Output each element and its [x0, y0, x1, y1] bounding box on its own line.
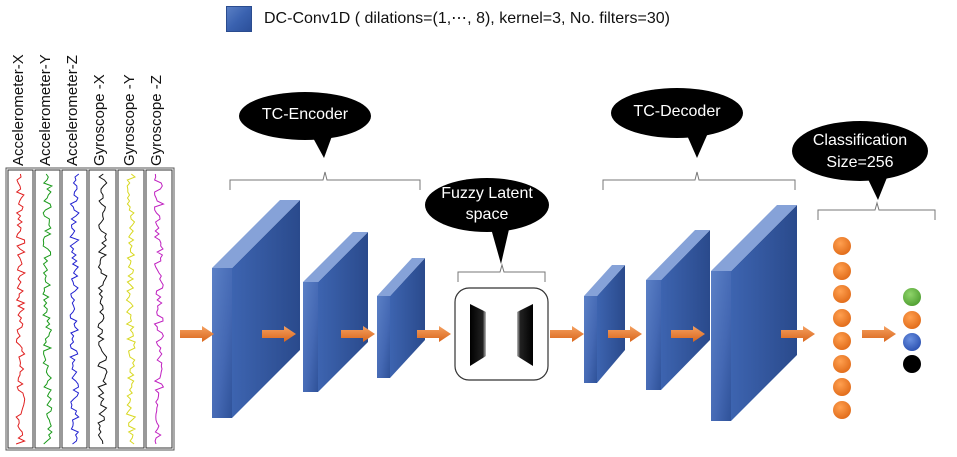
decoder-block-3 — [711, 205, 797, 421]
classification-node — [833, 378, 851, 396]
sensor-trace — [69, 173, 80, 445]
decoder-label: TC-Decoder — [633, 103, 721, 120]
legend-swatch — [226, 6, 252, 32]
flow-arrow — [180, 326, 214, 342]
latent-brace — [457, 263, 546, 282]
classification-node — [833, 237, 851, 255]
latent-bubble — [425, 178, 549, 264]
decoder-block-2 — [646, 230, 710, 390]
encoder-label: TC-Encoder — [261, 106, 349, 123]
classification-nodes — [833, 237, 851, 419]
sensor-trace — [125, 173, 137, 445]
classification-brace — [817, 201, 936, 220]
classification-bubble — [792, 121, 928, 200]
decoder-bubble — [611, 88, 743, 158]
latent-label-line1: Fuzzy Latent — [441, 185, 533, 202]
flow-arrow — [417, 326, 451, 342]
encoder-block-1 — [212, 200, 300, 418]
encoder-brace — [229, 171, 421, 190]
latent-label-line2: space — [465, 206, 509, 223]
sensor-signals — [15, 173, 165, 445]
output-nodes — [903, 288, 921, 373]
flow-arrow — [262, 326, 296, 342]
output-node-blue — [903, 333, 921, 351]
classification-label-line2: Size=256 — [826, 154, 894, 171]
encoder-block-2 — [303, 232, 368, 392]
classification-node — [833, 401, 851, 419]
flow-arrow — [862, 326, 896, 342]
classification-node — [833, 332, 851, 350]
decoder-block-1 — [584, 265, 625, 383]
output-node-green — [903, 288, 921, 306]
classification-node — [833, 262, 851, 280]
flow-arrow — [341, 326, 375, 342]
sensor-trace — [97, 173, 108, 445]
classification-node — [833, 285, 851, 303]
encoder-block-3 — [377, 258, 425, 378]
flow-arrow — [608, 326, 642, 342]
sensor-trace — [153, 173, 165, 445]
sensor-panels — [5, 167, 175, 451]
flow-arrows — [180, 326, 896, 342]
flow-arrow — [781, 326, 815, 342]
output-node-black — [903, 355, 921, 373]
encoder-bubble — [239, 92, 371, 158]
output-node-orange — [903, 311, 921, 329]
classification-label-line1: Classification — [812, 132, 908, 149]
latent-space-box — [454, 287, 549, 381]
classification-node — [833, 355, 851, 373]
sensor-trace — [42, 173, 54, 445]
decoder-brace — [602, 171, 796, 190]
legend-label: DC-Conv1D ( dilations=(1,⋯, 8), kernel=3… — [264, 10, 670, 27]
flow-arrow — [671, 326, 705, 342]
classification-node — [833, 309, 851, 327]
sensor-trace — [15, 173, 27, 445]
flow-arrow — [550, 326, 584, 342]
